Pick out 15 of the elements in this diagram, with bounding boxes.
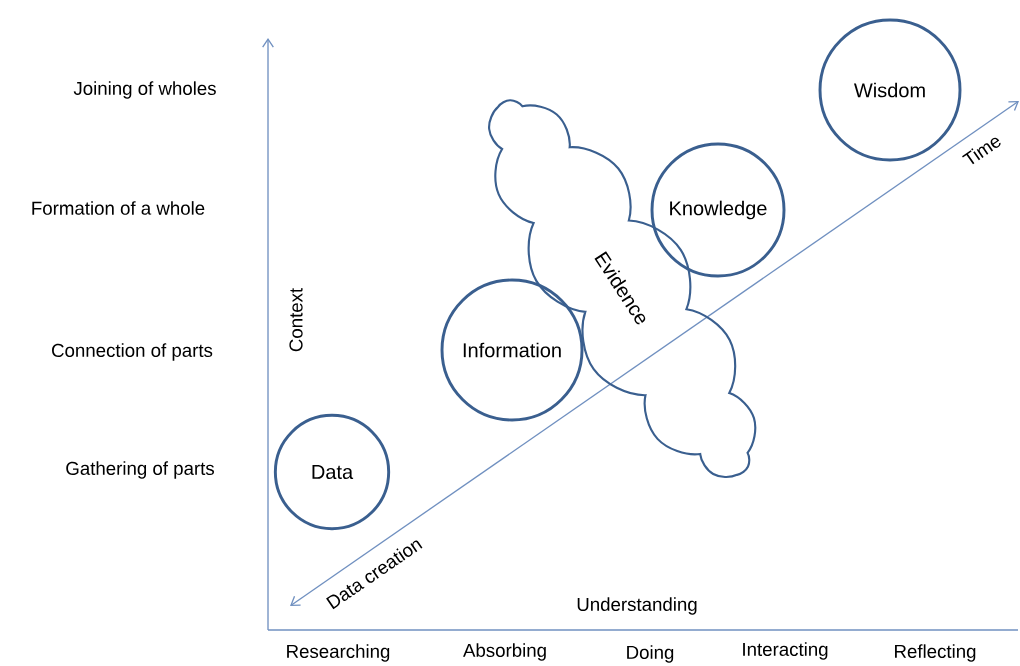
circle-node: Knowledge <box>650 142 786 278</box>
row-label: Joining of wholes <box>73 81 216 99</box>
row-label: Gathering of parts <box>66 461 214 479</box>
column-label: Doing <box>627 645 674 663</box>
circle-node: Information <box>440 278 584 422</box>
column-label: Absorbing <box>463 643 546 661</box>
column-label: Interacting <box>743 642 828 660</box>
row-label: Connection of parts <box>52 343 213 361</box>
row-label: Formation of a whole <box>32 201 205 215</box>
circle-node: Wisdom <box>818 18 962 162</box>
axis-title: Understanding <box>577 597 697 615</box>
column-label: Reflecting <box>895 644 976 662</box>
axis-title: Context <box>289 287 303 352</box>
circle-node: Data <box>273 413 391 531</box>
column-label: Researching <box>287 644 390 662</box>
